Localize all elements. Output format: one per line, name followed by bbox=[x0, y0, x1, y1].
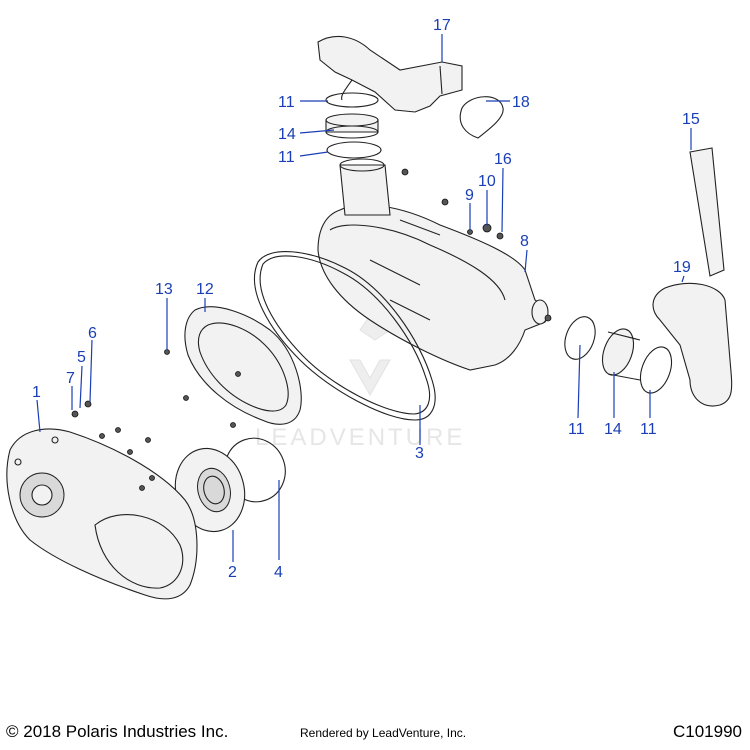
callout-4: 4 bbox=[274, 564, 283, 581]
lower-clamp-stack bbox=[564, 316, 673, 394]
callout-7: 7 bbox=[66, 370, 75, 387]
part-19-outlet-duct bbox=[652, 282, 733, 407]
clamp-ring-upper-2 bbox=[326, 141, 382, 159]
callout-12: 12 bbox=[196, 281, 214, 298]
callout-16: 16 bbox=[494, 151, 512, 168]
hardware-fasteners bbox=[71, 168, 552, 491]
part-18-gasket bbox=[459, 96, 504, 139]
callout-11: 11 bbox=[278, 94, 295, 111]
callout-8: 8 bbox=[520, 233, 529, 250]
callout-14: 14 bbox=[278, 126, 296, 143]
rendered-by-credit: Rendered by LeadVenture, Inc. bbox=[300, 726, 467, 740]
callout-11: 11 bbox=[568, 421, 585, 438]
part-1-outer-clutch-cover bbox=[6, 428, 198, 600]
callout-5: 5 bbox=[77, 349, 86, 366]
watermark: LEADVENTURE bbox=[255, 307, 465, 451]
leader-lines bbox=[36, 34, 692, 562]
part-15-foam-strip bbox=[689, 147, 725, 277]
callout-labels: 17 11 18 15 14 11 16 10 9 8 19 13 12 6 5… bbox=[32, 17, 700, 581]
part-8-inner-clutch-cover bbox=[317, 158, 549, 371]
callout-9: 9 bbox=[465, 187, 474, 204]
callout-10: 10 bbox=[478, 173, 496, 190]
callout-6: 6 bbox=[88, 325, 97, 342]
part-17-intake-duct bbox=[317, 35, 463, 113]
callout-15: 15 bbox=[682, 111, 700, 128]
callout-2: 2 bbox=[228, 564, 237, 581]
callout-11: 11 bbox=[278, 149, 295, 166]
callout-17: 17 bbox=[433, 17, 451, 34]
watermark-text: LEADVENTURE bbox=[255, 424, 465, 451]
clamp-ring-upper-1 bbox=[325, 92, 379, 108]
part-2-seal-plate bbox=[174, 447, 246, 533]
callout-3: 3 bbox=[415, 445, 424, 462]
copyright-notice: © 2018 Polaris Industries Inc. bbox=[6, 722, 229, 741]
callout-19: 19 bbox=[673, 259, 691, 276]
callout-18: 18 bbox=[512, 94, 530, 111]
callout-1: 1 bbox=[32, 384, 41, 401]
callout-13: 13 bbox=[155, 281, 173, 298]
callout-14: 14 bbox=[604, 421, 622, 438]
drawing-id: C101990 bbox=[672, 722, 742, 741]
part-3-drive-belt bbox=[253, 251, 436, 421]
callout-11: 11 bbox=[640, 421, 657, 438]
upper-clamp-stack bbox=[325, 92, 382, 159]
part-12-shield-plate bbox=[184, 306, 302, 425]
